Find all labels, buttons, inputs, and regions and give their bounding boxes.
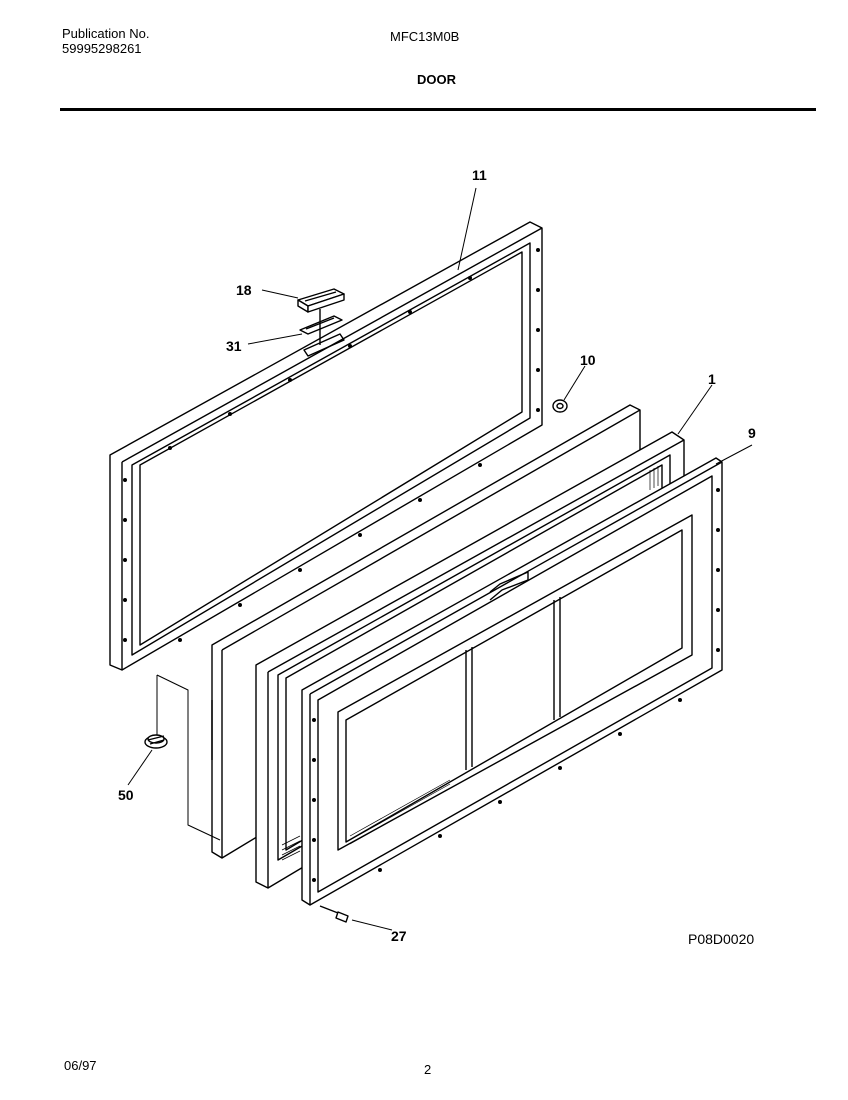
footer-date: 06/97 — [64, 1058, 97, 1073]
diagram-code: P08D0020 — [688, 931, 755, 947]
callout-1: 1 — [708, 371, 716, 387]
publication-number: 59995298261 — [62, 41, 142, 56]
publication-label: Publication No. — [62, 26, 150, 41]
part-27-screw — [319, 905, 349, 923]
header-rule — [60, 108, 816, 111]
page-number: 2 — [424, 1062, 432, 1077]
callout-11: 11 — [472, 167, 487, 183]
section-title: DOOR — [417, 72, 456, 87]
part-18-handle-cap — [297, 288, 345, 313]
part-10-bushing — [552, 399, 568, 413]
part-9-door-panel — [301, 457, 723, 906]
callout-31: 31 — [226, 338, 242, 354]
callout-9: 9 — [748, 425, 756, 441]
callout-27: 27 — [391, 928, 407, 944]
callout-18: 18 — [236, 282, 252, 298]
callout-10: 10 — [580, 352, 596, 368]
callout-50: 50 — [118, 787, 134, 803]
part-11-liner-frame — [109, 221, 543, 671]
model-number: MFC13M0B — [390, 29, 460, 44]
part-50-cam — [144, 734, 168, 749]
